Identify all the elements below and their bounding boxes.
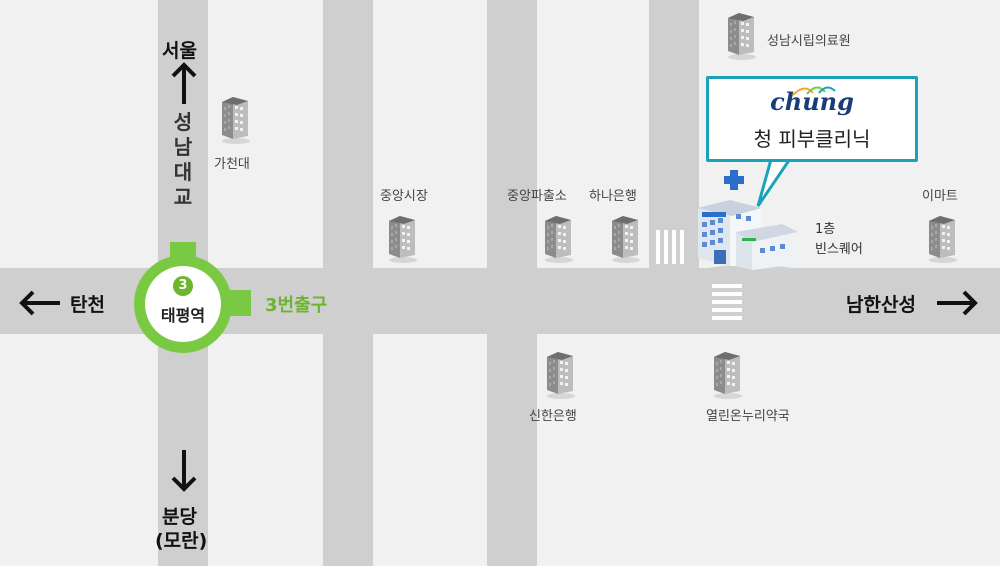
- station-tab-right: [229, 290, 251, 316]
- direction-east-label: 남한산성: [846, 294, 916, 316]
- clinic-name: 청 피부클리닉: [753, 127, 871, 151]
- road-vertical-2: [323, 0, 373, 566]
- station-marker[interactable]: 3 태평역: [134, 255, 232, 353]
- direction-north-label: 서울: [162, 40, 197, 62]
- exit-label: 3번출구: [265, 295, 328, 316]
- station-inner: 3 태평역: [145, 266, 221, 342]
- building-icon: [609, 213, 641, 263]
- station-name: 태평역: [160, 306, 206, 325]
- building-icon: [544, 349, 576, 399]
- landmark-shinhan-bank-label: 신한은행: [529, 409, 577, 424]
- line-badge: 3: [173, 276, 193, 296]
- landmark-police-label: 중앙파출소: [507, 189, 567, 204]
- direction-west-label: 탄천: [70, 294, 105, 316]
- brand-swoosh-icon: [792, 86, 836, 96]
- arrow-up-icon: [171, 62, 197, 104]
- clinic-floor-label: 1층: [815, 222, 836, 237]
- landmark-emart-label: 이마트: [922, 189, 958, 204]
- arrow-left-icon: [19, 290, 60, 316]
- arrow-right-icon: [937, 290, 978, 316]
- building-icon: [926, 213, 958, 263]
- landmark-pharmacy-label: 열린온누리약국: [706, 409, 790, 424]
- landmark-market-label: 중앙시장: [380, 189, 428, 204]
- building-icon: [725, 10, 757, 60]
- road-name-label: 성남대교: [173, 110, 193, 209]
- building-icon: [711, 349, 743, 399]
- road-vertical-4: [649, 0, 699, 270]
- direction-south-label: 분당: [162, 506, 197, 528]
- clinic-building-label: 빈스퀘어: [815, 242, 863, 257]
- landmark-hana-bank-label: 하나은행: [589, 189, 637, 204]
- building-icon: [542, 213, 574, 263]
- arrow-down-icon: [171, 450, 197, 492]
- direction-south-sublabel: (모란): [155, 530, 208, 552]
- crosswalk-vertical: [656, 230, 684, 264]
- crosswalk-horizontal: [712, 284, 742, 320]
- road-vertical-3: [487, 0, 537, 566]
- landmark-hospital-label: 성남시립의료원: [767, 34, 851, 49]
- clinic-callout[interactable]: chung 청 피부클리닉: [706, 76, 918, 162]
- building-icon: [386, 213, 418, 263]
- station-tab-top: [170, 242, 196, 258]
- landmark-university-label: 가천대: [214, 157, 250, 172]
- hospital-building-icon[interactable]: [690, 170, 802, 282]
- building-icon: [219, 94, 251, 144]
